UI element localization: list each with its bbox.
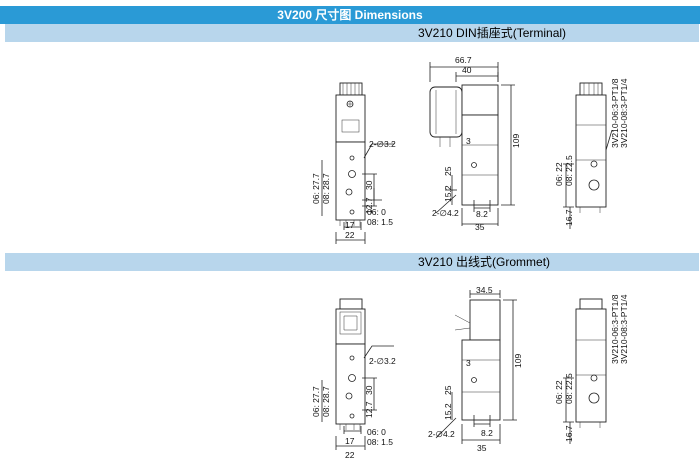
dim-17: 17 (345, 220, 355, 230)
dim-8-2: 8.2 (476, 209, 488, 219)
dim-port-06: 06: 27.7 (311, 173, 321, 204)
dim-8-2-grommet: 8.2 (481, 428, 493, 438)
dim-35: 35 (475, 222, 485, 232)
dim-width-total: 66.7 (455, 55, 472, 65)
dim-side-08: 08: 22.5 (564, 155, 574, 186)
dim-port-08: 08: 28.7 (321, 173, 331, 204)
dim-12-7-grommet: 12.7 (364, 401, 374, 418)
dim-width-grommet: 34.5 (476, 285, 493, 295)
dim-25-grommet: 25 (443, 385, 453, 395)
dim-hole-dia2: 2-∅4.2 (432, 208, 459, 218)
model-08-label-grommet: 3V210-08:3-PT1/4 (619, 294, 629, 364)
dim-35-grommet: 35 (477, 443, 487, 453)
dim-25: 25 (443, 166, 453, 176)
model-06-label-grommet: 3V210-06:3-PT1/8 (610, 294, 620, 364)
dim-port-center-grommet: 30 (364, 385, 374, 395)
dim-side-06: 06: 22 (554, 162, 564, 186)
dim-hole-dia2-grommet: 2-∅4.2 (428, 429, 455, 439)
dim-12-7: 12.7 (364, 197, 374, 214)
dim-side-06-grommet: 06: 22 (554, 380, 564, 404)
terminal-front-view (321, 82, 394, 244)
dim-16-7: 16.7 (564, 209, 574, 226)
dim-22-grommet: 22 (345, 450, 355, 460)
dim-3-grommet: 3 (466, 358, 471, 368)
dim-hole-dia: 2-∅3.2 (369, 139, 396, 149)
dim-3: 3 (466, 136, 471, 146)
dim-hole-dia-grommet: 2-∅3.2 (369, 356, 396, 366)
dim-base-06-grommet: 06: 0 (367, 427, 386, 437)
dim-17-grommet: 17 (345, 436, 355, 446)
dim-port-06-grommet: 06: 27.7 (311, 386, 321, 417)
grommet-side-view (435, 290, 517, 444)
terminal-side-view (429, 62, 515, 226)
dim-22: 22 (345, 230, 355, 240)
dim-port-08-grommet: 08: 28.7 (321, 386, 331, 417)
dim-base-08: 08: 1.5 (367, 217, 393, 227)
header-title-bar: 3V200 尺寸图 Dimensions (0, 6, 700, 24)
model-06-label: 3V210-06:3-PT1/8 (610, 78, 620, 148)
terminal-back-view (563, 82, 613, 229)
model-08-label: 3V210-08:3-PT1/4 (619, 78, 629, 148)
section-title-terminal: 3V210 DIN插座式(Terminal) (5, 24, 699, 42)
dim-width-body: 40 (462, 65, 472, 75)
dim-height-grommet: 109 (513, 354, 523, 368)
dim-16-7-grommet: 16.7 (564, 425, 574, 442)
grommet-back-view (563, 298, 607, 444)
dim-base-06: 06: 0 (367, 207, 386, 217)
dim-15-2-grommet: 15.2 (443, 403, 453, 420)
grommet-front-view (321, 298, 394, 450)
dim-port-center: 30 (364, 180, 374, 190)
page-title: 3V200 尺寸图 Dimensions (277, 8, 423, 22)
dim-side-08-grommet: 08: 22.5 (564, 373, 574, 404)
dim-base-08-grommet: 08: 1.5 (367, 437, 393, 447)
dim-15-2: 15.2 (443, 185, 453, 202)
section-title-grommet: 3V210 出线式(Grommet) (5, 253, 699, 271)
dim-height: 109 (511, 134, 521, 148)
